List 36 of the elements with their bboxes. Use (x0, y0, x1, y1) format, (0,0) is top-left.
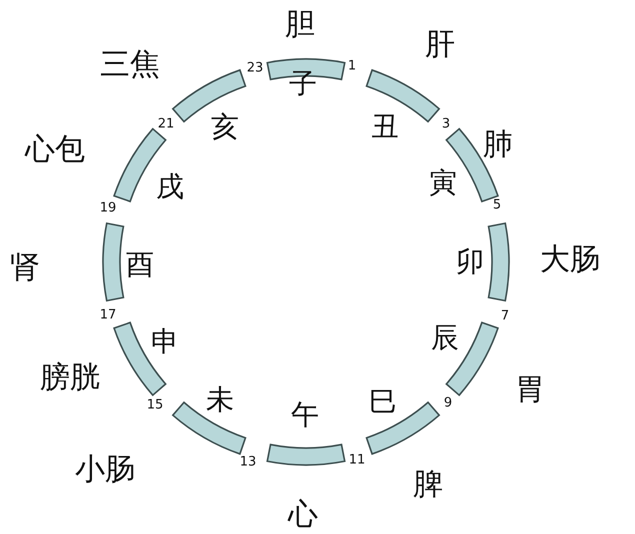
organ-label: 脾 (413, 470, 443, 500)
earthly-branch-character: 酉 (126, 251, 154, 279)
earthly-branch-character: 未 (206, 386, 234, 414)
earthly-branch-character: 丑 (371, 113, 399, 141)
organ-label: 肾 (10, 253, 40, 283)
organ-label: 胆 (285, 10, 315, 40)
earthly-branch-character: 子 (289, 70, 317, 98)
earthly-branch-character: 卯 (456, 248, 484, 276)
earthly-branch-character: 辰 (431, 324, 459, 352)
hour-number: 13 (240, 456, 256, 468)
hour-number: 21 (158, 118, 174, 130)
organ-label: 胃 (515, 375, 545, 405)
organ-label: 大肠 (540, 245, 600, 275)
hour-number: 15 (146, 398, 164, 412)
hour-number: 17 (100, 308, 116, 322)
organ-label: 心包 (25, 135, 85, 165)
earthly-branch-character: 亥 (211, 113, 239, 141)
earthly-branch-character: 巳 (369, 388, 397, 416)
earthly-branch-character: 申 (151, 328, 179, 356)
organ-label: 小肠 (75, 455, 135, 485)
hour-number: 7 (500, 310, 510, 322)
earthly-branch-character: 午 (291, 401, 319, 429)
hour-number: 3 (442, 118, 450, 130)
organ-label: 肝 (425, 30, 455, 60)
earthly-branch-character: 寅 (429, 169, 457, 197)
hour-number: 5 (492, 198, 502, 212)
organ-label: 心 (288, 500, 318, 530)
organ-label: 三焦 (100, 50, 160, 80)
earthly-branch-character: 戌 (156, 173, 184, 201)
organ-label: 肺 (483, 130, 513, 160)
hour-number: 19 (100, 202, 116, 214)
hour-number: 9 (444, 396, 452, 410)
organ-label: 膀胱 (40, 363, 100, 393)
hour-number: 11 (348, 454, 366, 466)
hour-number: 1 (348, 60, 356, 72)
hour-number: 23 (246, 62, 264, 74)
